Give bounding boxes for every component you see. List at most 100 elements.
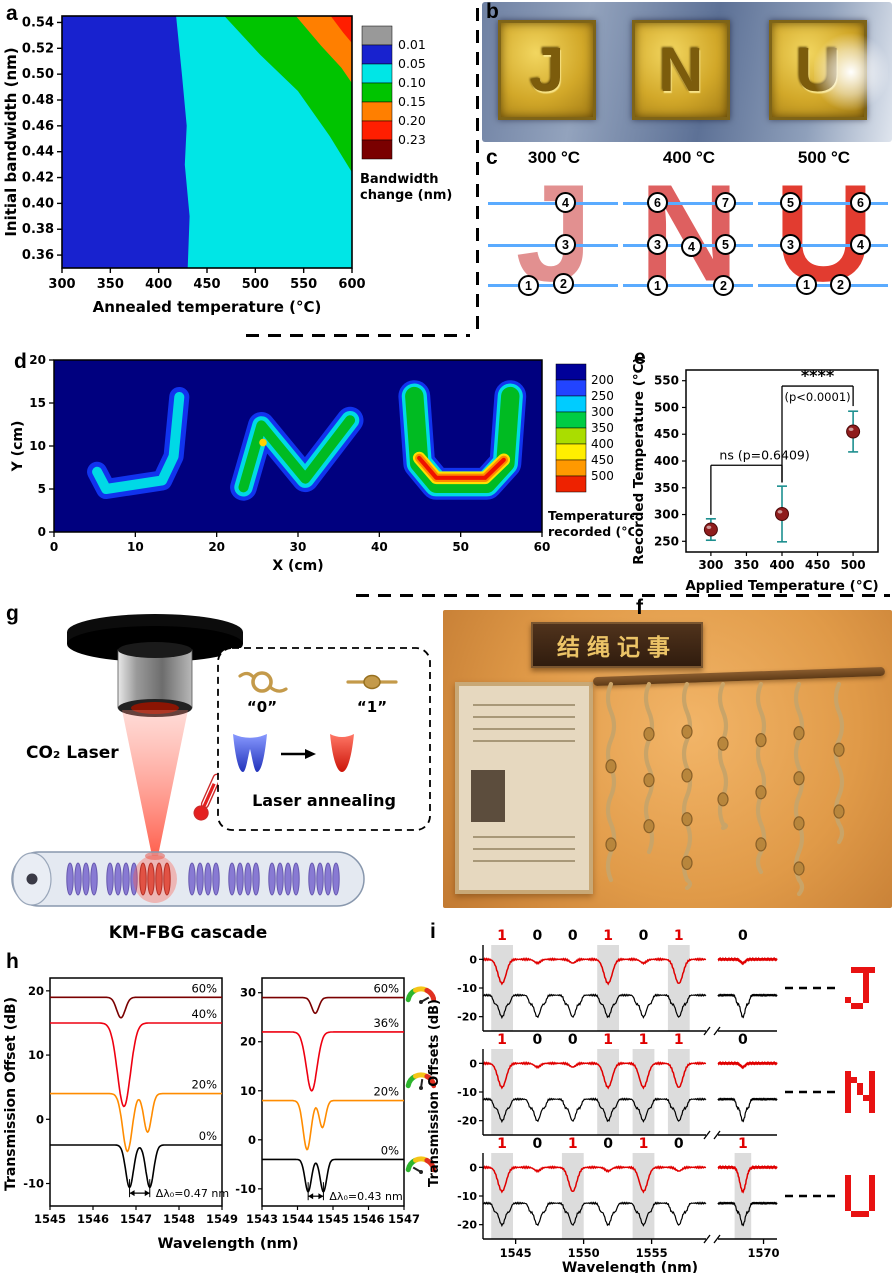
curve-label: 60% [191, 981, 217, 995]
ellipse-el [363, 674, 381, 690]
arrow-head [308, 1193, 314, 1200]
panel-label-g: g [6, 602, 19, 625]
annealed-fbg-rings [163, 862, 171, 896]
board-image [471, 770, 505, 822]
colorbar-cell [361, 101, 393, 122]
temperature-label: 500 °C [797, 148, 851, 167]
board-text-line [473, 716, 575, 718]
y-tick-label: 0 [36, 1112, 44, 1126]
bit-highlight-band [667, 1049, 690, 1135]
bit-digit: 0 [639, 928, 649, 944]
fbg-rings [252, 862, 260, 896]
colorbar-cell [361, 25, 393, 46]
x-tick-label: 1547 [388, 1212, 420, 1226]
x-tick-label: 1570 [748, 1246, 780, 1260]
laser-beam [122, 710, 188, 856]
fbg-number-marker: 5 [715, 234, 736, 255]
fbg-number-marker: 7 [715, 192, 736, 213]
gauge-arc [424, 1157, 437, 1173]
x-tick-label: 60 [534, 540, 551, 554]
pixel-letter-N [857, 1083, 863, 1089]
y-tick-label: 5 [38, 482, 46, 496]
y-tick-label: 0.46 [22, 119, 54, 134]
panel-label-d: d [14, 350, 27, 373]
spectrum-curve-20% [50, 1092, 222, 1153]
temperature-label: 400 °C [662, 148, 716, 167]
y-tick-label: -20 [457, 1219, 477, 1232]
pixel-letter-N [845, 1071, 851, 1077]
fiber-line [758, 284, 888, 287]
fbg-number-marker: 1 [796, 274, 817, 295]
panel-label-i: i [430, 920, 436, 943]
fbg-rings [188, 862, 196, 896]
y-tick-label: 0.44 [22, 145, 54, 160]
written-trace [482, 993, 707, 1020]
rope-knot [717, 736, 729, 751]
pixel-letter-J [863, 997, 869, 1003]
panel-label-a: a [6, 2, 18, 25]
pixel-letter-J [863, 973, 869, 979]
axis-break-mark [713, 1130, 721, 1140]
gauge-pivot [419, 1000, 423, 1004]
y-tick-label: 0.54 [22, 15, 54, 30]
fiber-line [758, 244, 888, 247]
pixel-letter-N [869, 1107, 875, 1113]
y-tick-label: 400 [654, 454, 679, 468]
x-tick-label: 400 [769, 558, 794, 572]
dashed-divider-horizontal-1 [246, 334, 470, 337]
y-tick-label: -10 [457, 982, 477, 995]
bit-digit: 1 [674, 928, 684, 944]
x-tick-label: 1548 [163, 1212, 195, 1226]
pixel-letter-U [869, 1199, 875, 1205]
y-tick-label: 0 [469, 1057, 477, 1070]
knotted-ropes [605, 681, 845, 897]
y-tick-label: 0 [469, 953, 477, 966]
pixel-letter-N [845, 1077, 851, 1083]
colorbar-label: 250 [591, 389, 614, 403]
fbg-rings [316, 862, 324, 896]
panel-label-c: c [486, 146, 498, 169]
pixel-letter-J [863, 979, 869, 985]
fbg-number-marker: 6 [647, 192, 668, 213]
fbg-rings [284, 862, 292, 896]
bit-digit: 1 [674, 1032, 684, 1048]
bit-digit: 1 [639, 1136, 649, 1152]
x-tick-label: 300 [48, 277, 75, 292]
bit-digit: 1 [497, 928, 507, 944]
y-tick-label: 0 [469, 1161, 477, 1174]
rope-knot [833, 804, 845, 819]
y-tick-label: -10 [235, 1182, 256, 1196]
rope-knot [755, 785, 767, 800]
x-tick-label: 20 [208, 540, 225, 554]
axis-break-mark [703, 1234, 711, 1244]
single-dip-spectrum-icon [330, 734, 354, 772]
x-tick-label: 400 [145, 277, 172, 292]
y-tick-label: 350 [654, 481, 679, 495]
colorbar-label: 350 [591, 421, 614, 435]
curve-label: 20% [373, 1085, 399, 1099]
written-trace [717, 1097, 778, 1123]
x-tick-label: 1549 [206, 1212, 238, 1226]
marker-highlight [706, 525, 712, 530]
fbg-rings [204, 862, 212, 896]
fbg-number-marker: 1 [647, 275, 668, 296]
x-tick-label: 1545 [500, 1246, 532, 1260]
x-tick-label: 40 [371, 540, 388, 554]
fbg-rings [212, 862, 220, 896]
x-tick-label: 350 [734, 558, 759, 572]
spectrum-curve-0% [262, 1158, 404, 1193]
board-text-line [473, 704, 575, 706]
dashed-divider-horizontal-2 [356, 594, 890, 597]
fiber-line [623, 284, 753, 287]
fbg-number-marker: 3 [647, 234, 668, 255]
fbg-number-marker: 4 [850, 234, 871, 255]
pixel-letter-J [845, 997, 851, 1003]
